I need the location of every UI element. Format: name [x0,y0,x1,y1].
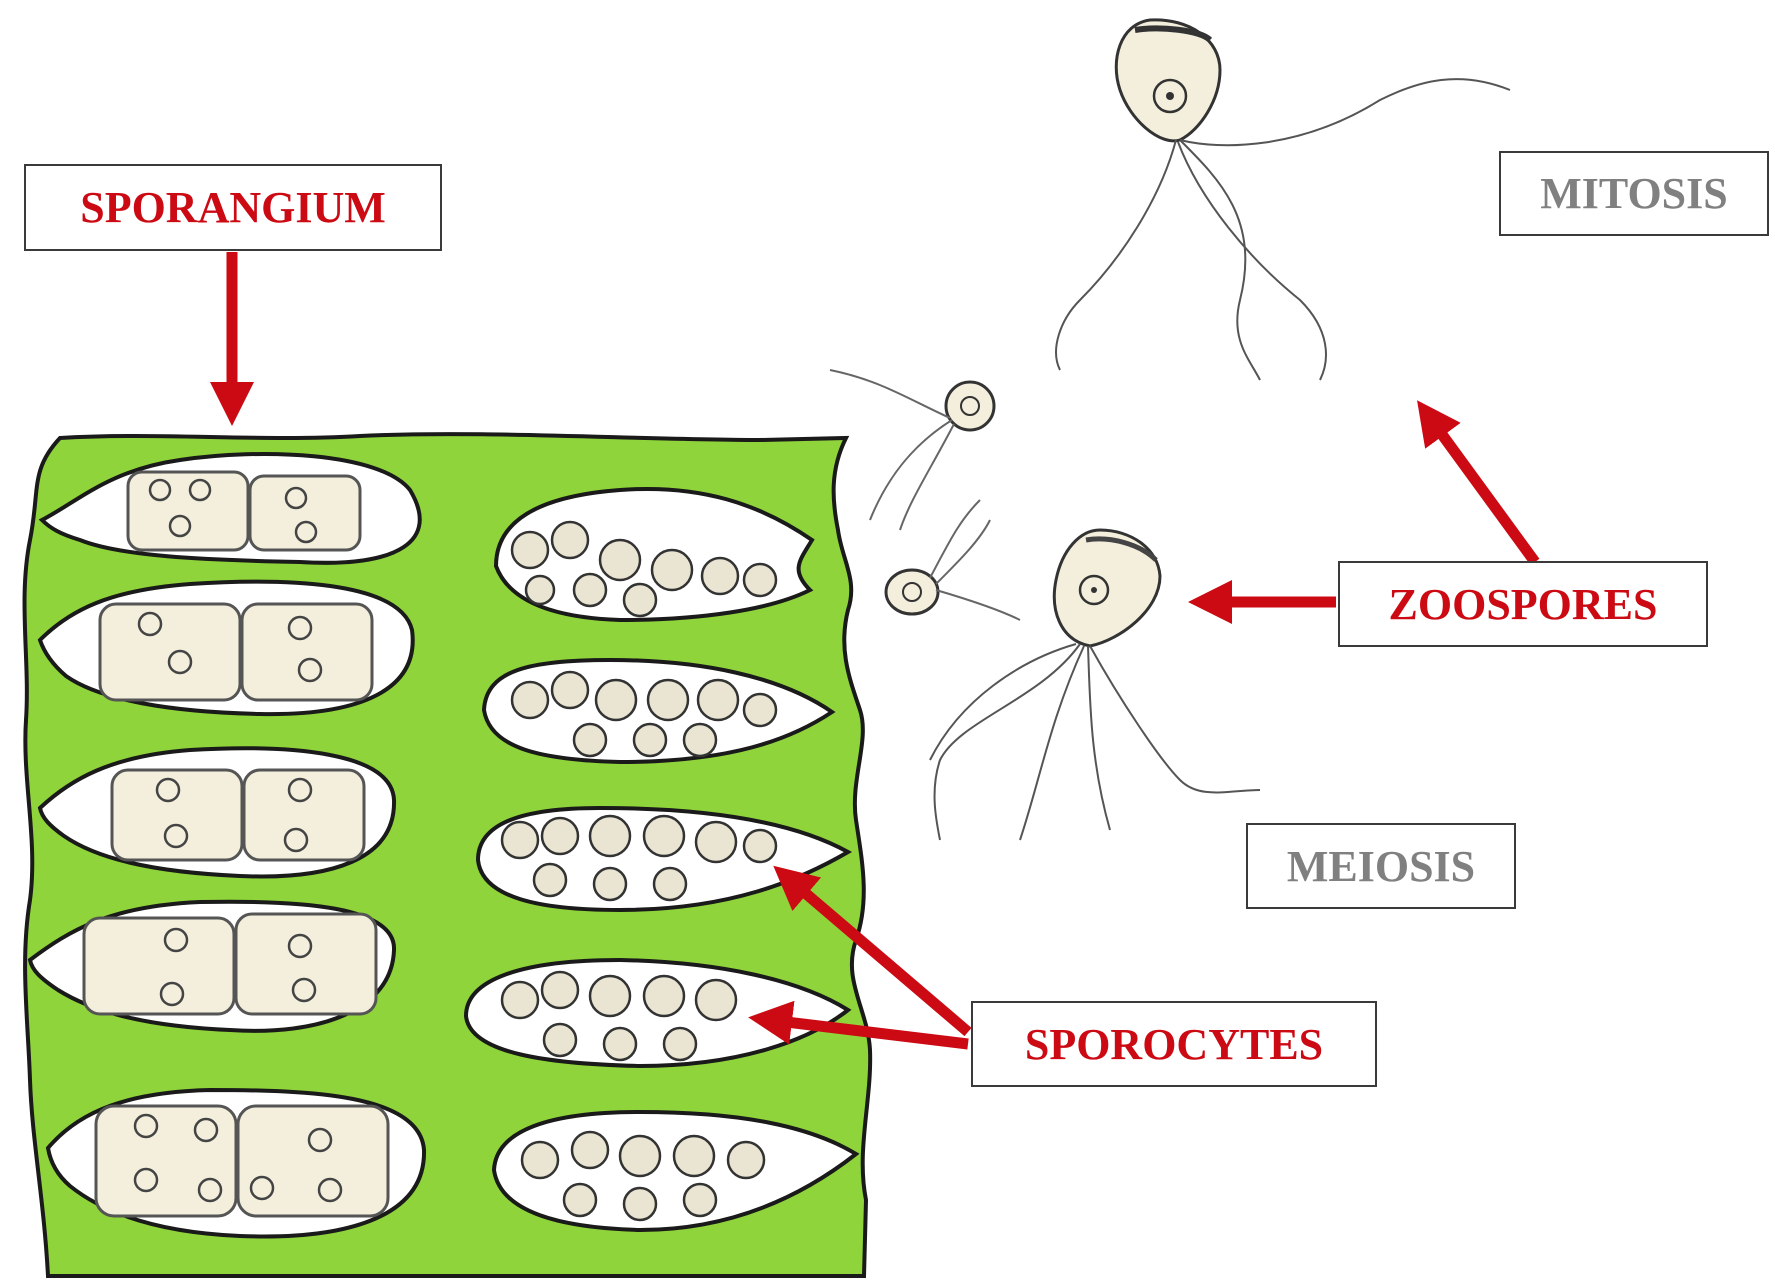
zoospore-small-2 [886,500,1020,620]
zoospores-arrow-top [1430,418,1535,562]
zoospores [830,20,1510,840]
meiosis-label: MEIOSIS [1246,823,1516,909]
cell [84,918,234,1014]
sporangium-label: SPORANGIUM [24,164,442,251]
cell [236,914,376,1014]
zoospores-label: ZOOSPORES [1338,561,1708,647]
zoospore-small-1 [830,370,994,530]
cell [250,476,360,550]
zoospore-large-top [1056,20,1510,380]
cell [128,472,248,550]
zoospore-large-middle [930,530,1260,840]
sporocytes-label: SPOROCYTES [971,1001,1377,1087]
cell [100,604,240,700]
mitosis-label: MITOSIS [1499,151,1769,236]
